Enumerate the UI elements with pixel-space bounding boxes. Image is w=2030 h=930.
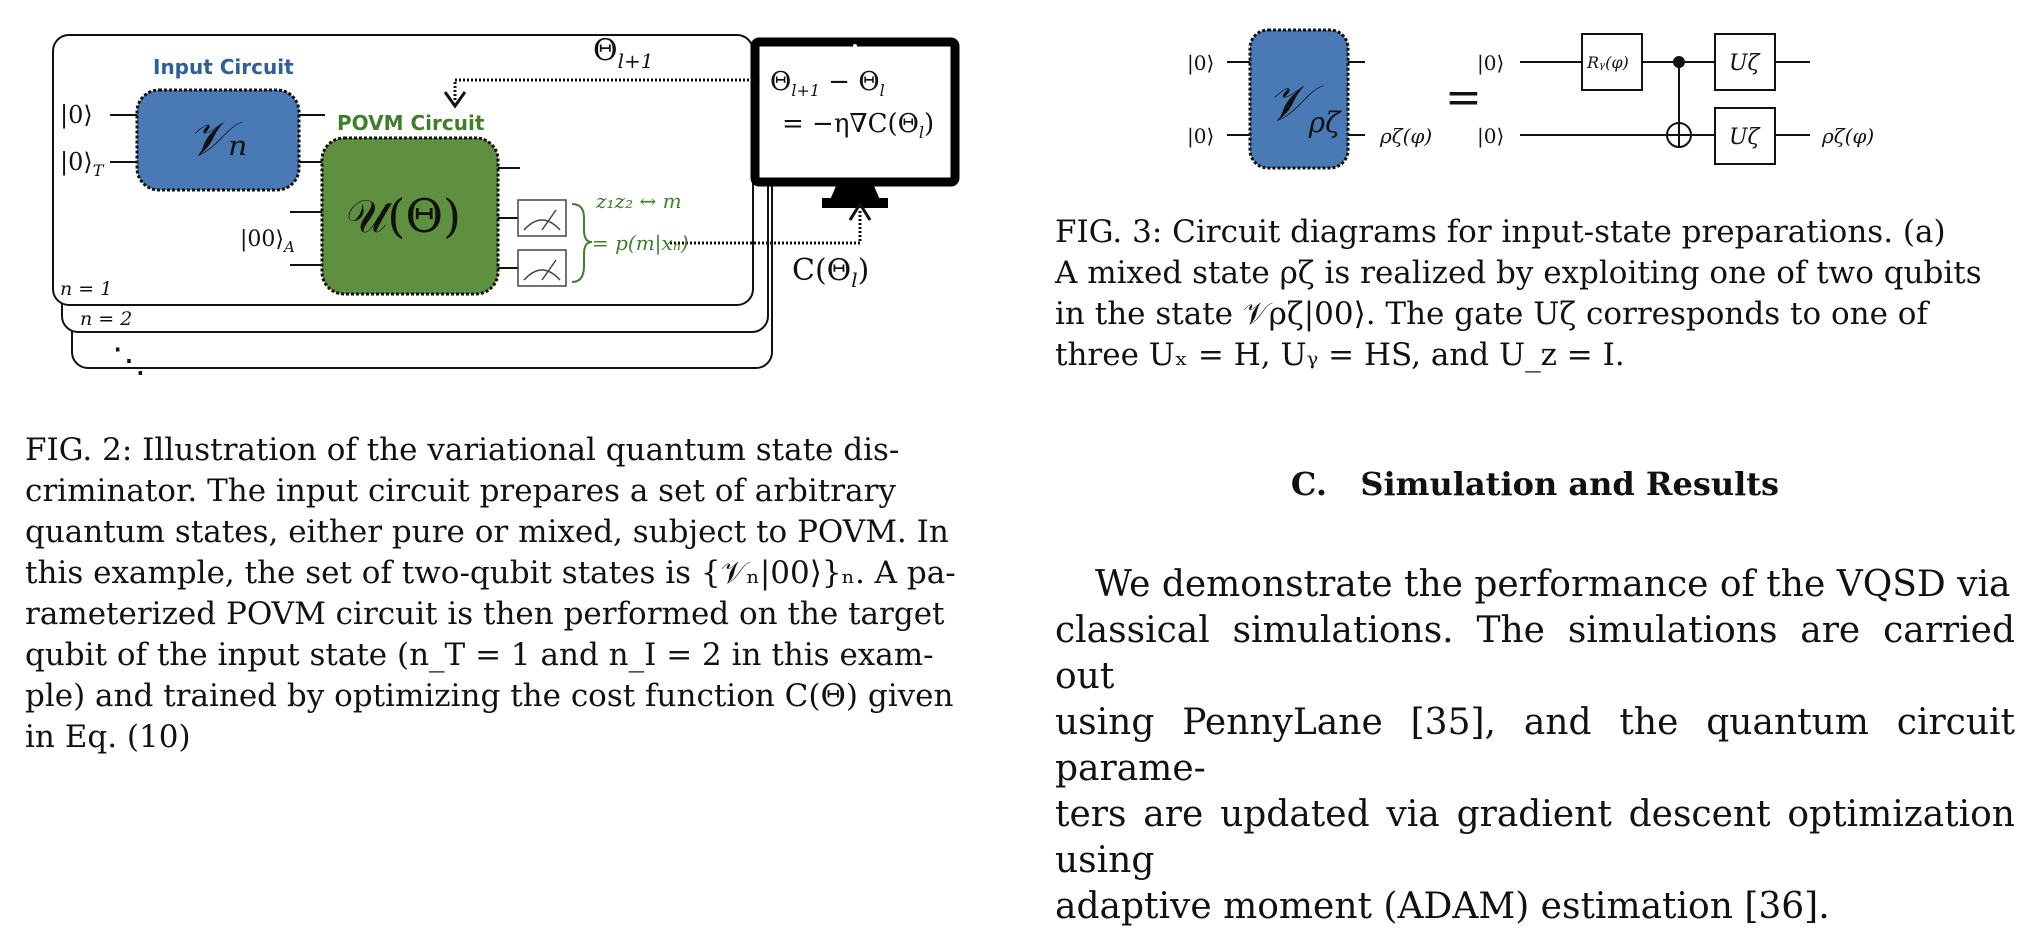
section-heading: C. Simulation and Results — [1055, 465, 2015, 503]
monitor-icon — [750, 37, 960, 208]
fig3-diagram: |0⟩ |0⟩ 𝒱ρζ ρζ(φ) = |0⟩ |0⟩ Rᵧ(φ) Uζ Uζ … — [1187, 28, 1874, 170]
povm-circuit-box — [320, 136, 500, 296]
n1-label: n = 1 — [60, 278, 112, 300]
monitor-update-line2: = −η∇C(Θl) — [782, 109, 934, 142]
povm-circuit-label: POVM Circuit — [337, 111, 485, 135]
u-zeta-top-label: Uζ — [1729, 51, 1762, 76]
body-line: adaptive moment (ADAM) estimation [36]. — [1055, 886, 1830, 927]
monitor-update-line1: Θl+1 − Θl — [770, 67, 885, 100]
fig2-caption-line: rameterized POVM circuit is then perform… — [25, 596, 945, 632]
fig2-caption-line: quantum states, either pure or mixed, su… — [25, 514, 949, 550]
fig2-caption-line: ple) and trained by optimizing the cost … — [25, 678, 954, 714]
fig2-caption-line: in Eq. (10) — [25, 719, 191, 755]
body-line: We demonstrate the performance of the VQ… — [1095, 564, 2011, 605]
green-brace — [571, 203, 593, 283]
body-line: ters are updated via gradient descent op… — [1055, 794, 2015, 881]
fig3-ket0-top: |0⟩ — [1187, 51, 1214, 76]
section-title: Simulation and Results — [1360, 465, 1780, 503]
fig2-caption-line: this example, the set of two-qubit state… — [25, 555, 956, 591]
fig3-rho-out-left: ρζ(φ) — [1379, 124, 1432, 148]
u-theta-gate-label: 𝒰(Θ) — [346, 189, 461, 243]
fig3-caption-line: A mixed state ρζ is realized by exploiti… — [1055, 255, 1982, 291]
outcome-map-line2: = p(m|xₙ) — [592, 231, 689, 256]
v-rho-box — [1248, 28, 1350, 170]
outcome-map-line1: z₁z₂ ↔ m — [595, 189, 682, 213]
theta-next-label: Θl+1 — [593, 33, 654, 73]
fig3-rho-out-right: ρζ(φ) — [1821, 124, 1874, 148]
u-zeta-bottom-label: Uζ — [1729, 125, 1762, 150]
ket0T-label: |0⟩T — [60, 148, 105, 180]
fig3-equals: = — [1445, 72, 1482, 123]
ry-gate — [1581, 33, 1643, 91]
v-n-gate-label: 𝒱ₙ — [188, 111, 247, 167]
measurement-meter-icon — [517, 199, 567, 237]
body-line: classical simulations. The simulations a… — [1055, 610, 2015, 697]
fig3-ket0-bottom-right: |0⟩ — [1477, 124, 1504, 149]
n2-label: n = 2 — [80, 308, 132, 330]
fig3-caption-line: FIG. 3: Circuit diagrams for input-state… — [1055, 214, 1946, 250]
fig3-ket0-top-right: |0⟩ — [1477, 51, 1504, 76]
u-zeta-gate-bottom — [1714, 107, 1776, 165]
section-number: C. — [1290, 465, 1327, 503]
fig2-caption-line: criminator. The input circuit prepares a… — [25, 473, 896, 509]
more-frames-dots: ⋱ — [112, 341, 146, 381]
body-line: using PennyLane [35], and the quantum ci… — [1055, 702, 2015, 789]
input-circuit-box — [135, 88, 301, 192]
cost-label: C(Θl) — [792, 253, 869, 292]
ry-gate-label: Rᵧ(φ) — [1586, 53, 1629, 72]
fig3-caption: FIG. 3: Circuit diagrams for input-state… — [1055, 212, 2015, 376]
u-zeta-gate-top — [1714, 33, 1776, 91]
fig2-caption-line: qubit of the input state (n_T = 1 and n_… — [25, 637, 934, 673]
measurement-meter-icon — [517, 249, 567, 287]
fig3-caption-line: in the state 𝒱ρζ|00⟩. The gate Uζ corres… — [1055, 296, 1928, 332]
fig3-caption-line: three Uₓ = H, Uᵧ = HS, and U_z = I. — [1055, 337, 1625, 373]
fig2-caption-line: FIG. 2: Illustration of the variational … — [25, 432, 900, 468]
ket00A-label: |00⟩A — [240, 227, 295, 256]
body-paragraph: We demonstrate the performance of the VQ… — [1055, 562, 2015, 930]
cost-arrow — [670, 210, 862, 245]
fig3-ket0-bottom: |0⟩ — [1187, 124, 1214, 149]
input-circuit-label: Input Circuit — [153, 55, 294, 79]
feedback-arrow — [453, 78, 753, 100]
fig2-caption: FIG. 2: Illustration of the variational … — [25, 430, 985, 758]
ket0-label: |0⟩ — [60, 101, 93, 130]
fig2-diagram: Input Circuit POVM Circuit 𝒱ₙ 𝒰(Θ) |0⟩ |… — [52, 33, 960, 381]
